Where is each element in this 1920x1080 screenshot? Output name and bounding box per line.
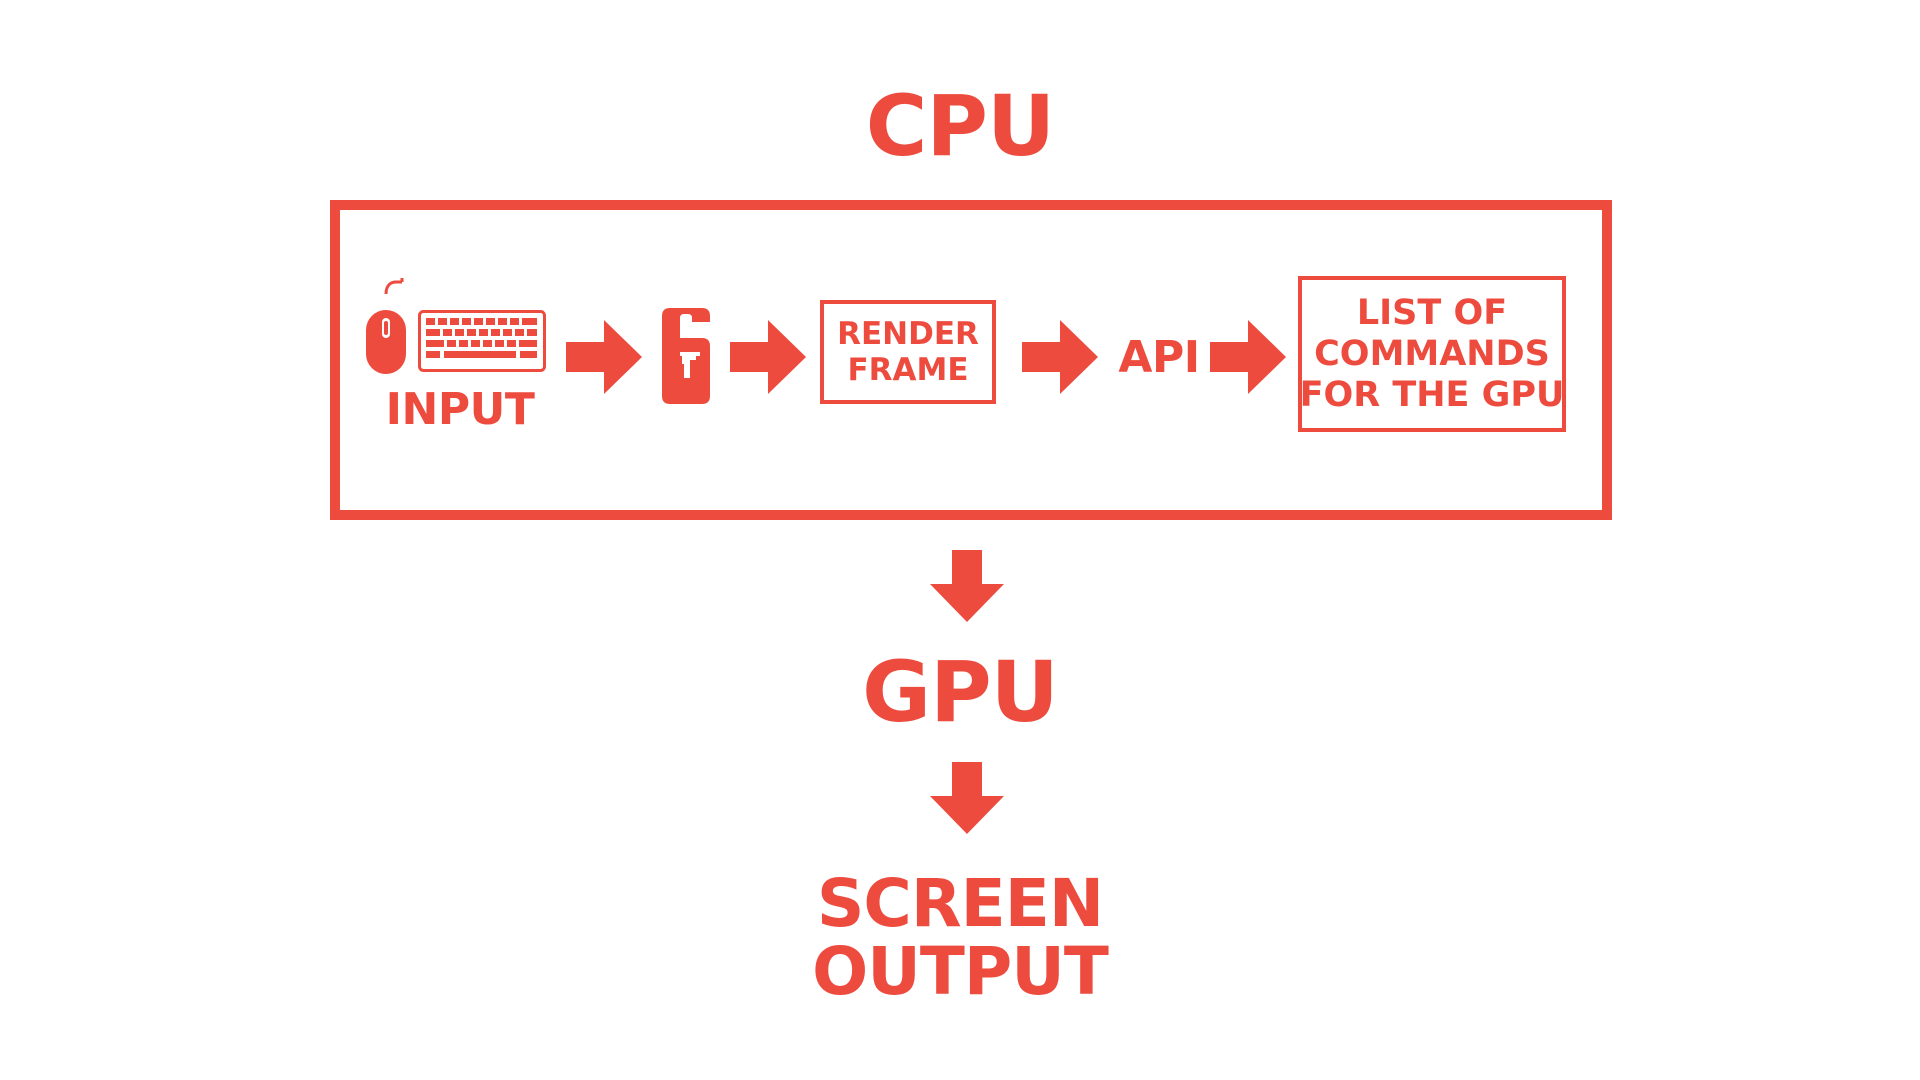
arrow-right-icon [566, 320, 642, 394]
screen-output-line: OUTPUT [812, 933, 1109, 1010]
arrow-down-icon [930, 550, 1004, 622]
arrow-right-icon [1022, 320, 1098, 394]
screen-output-label: SCREEN OUTPUT [660, 870, 1260, 1006]
commands-line: LIST OF [1356, 292, 1508, 333]
cpu-box [330, 200, 1612, 520]
screen-output-line: SCREEN [816, 865, 1104, 942]
commands-box: LIST OF COMMANDS FOR THE GPU [1298, 276, 1566, 432]
input-label: INPUT [385, 384, 535, 435]
cpu-title: CPU [865, 77, 1055, 175]
commands-line: COMMANDS [1314, 333, 1550, 374]
arrow-down-icon [930, 762, 1004, 834]
gpu-title: GPU [862, 643, 1059, 741]
siege-six-logo-icon [662, 308, 710, 404]
arrow-right-icon [1210, 320, 1286, 394]
mouse-icon [366, 278, 406, 374]
commands-line: FOR THE GPU [1299, 374, 1565, 415]
keyboard-icon [418, 310, 546, 372]
render-frame-line: FRAME [847, 352, 969, 388]
render-frame-line: RENDER [837, 316, 979, 352]
api-label: API [1118, 332, 1200, 383]
arrow-right-icon [730, 320, 806, 394]
render-frame-box: RENDER FRAME [820, 300, 996, 404]
